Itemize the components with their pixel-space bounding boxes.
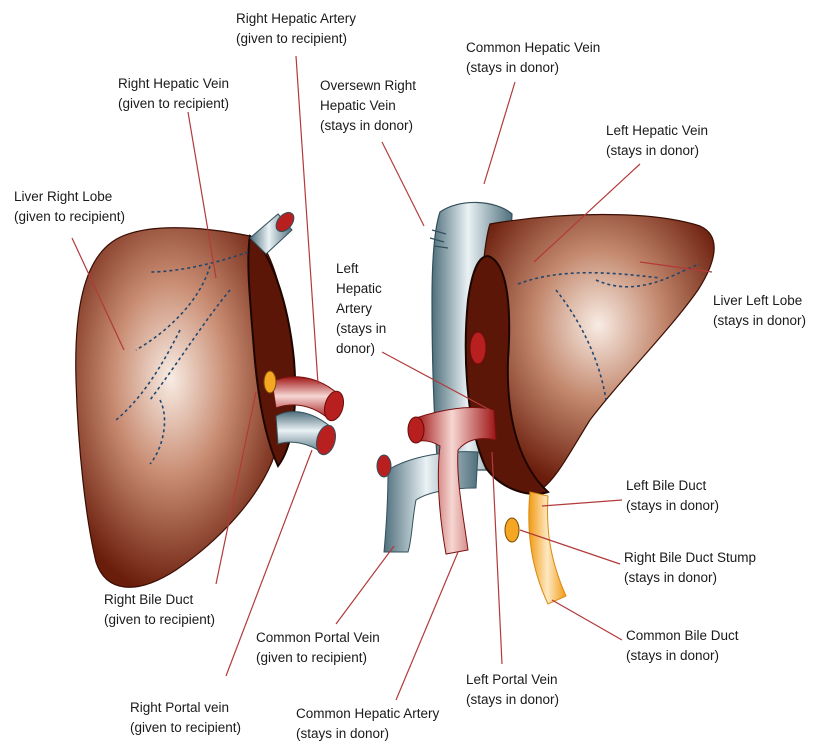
liver-right-lobe — [76, 228, 295, 588]
label-common-bile-duct: Common Bile Duct (stays in donor) — [626, 626, 739, 666]
label-left-portal-vein: Left Portal Vein (stays in donor) — [466, 670, 559, 710]
label-common-hepatic-vein: Common Hepatic Vein (stays in donor) — [466, 38, 600, 78]
label-right-portal-vein: Right Portal vein (given to recipient) — [130, 698, 241, 738]
liver-left-lobe — [466, 215, 714, 494]
label-right-bile-duct: Right Bile Duct (given to recipient) — [104, 590, 215, 630]
label-liver-left-lobe: Liver Left Lobe (stays in donor) — [713, 291, 806, 331]
label-left-hepatic-vein: Left Hepatic Vein (stays in donor) — [606, 121, 708, 161]
label-common-portal-vein: Common Portal Vein (given to recipient) — [256, 628, 380, 668]
label-right-bile-duct-stump: Right Bile Duct Stump (stays in donor) — [624, 548, 756, 588]
right-bile-duct-opening — [264, 371, 276, 393]
label-left-hepatic-artery: Left Hepatic Artery (stays in donor) — [336, 259, 386, 359]
label-left-bile-duct: Left Bile Duct (stays in donor) — [626, 476, 719, 516]
label-right-hepatic-vein: Right Hepatic Vein (given to recipient) — [118, 74, 229, 114]
label-common-hepatic-artery: Common Hepatic Artery (stays in donor) — [296, 704, 439, 744]
label-oversewn-right-hepatic-vein: Oversewn Right Hepatic Vein (stays in do… — [320, 76, 416, 136]
label-right-hepatic-artery: Right Hepatic Artery (given to recipient… — [236, 9, 356, 49]
label-liver-right-lobe: Liver Right Lobe (given to recipient) — [14, 187, 125, 227]
common-bile-duct — [505, 492, 566, 604]
